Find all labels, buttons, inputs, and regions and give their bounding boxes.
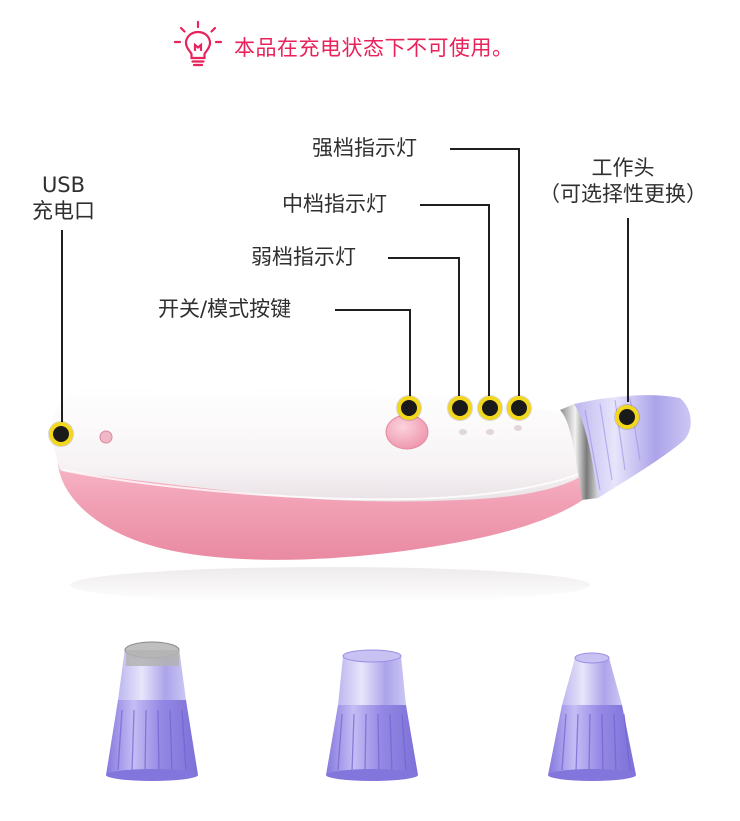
- usb-label-line2: 充电口: [32, 199, 95, 223]
- usb-port-label: USB 充电口: [32, 172, 95, 224]
- power-leader-h: [335, 309, 411, 311]
- usb-label-line1: USB: [41, 173, 86, 197]
- medium-leader-h: [420, 204, 490, 206]
- strong-leader-v: [518, 148, 520, 396]
- work-head-marker: [615, 405, 639, 429]
- medium-light-marker: [478, 396, 502, 420]
- usb-port-marker: [49, 422, 73, 446]
- power-leader-v: [409, 309, 411, 397]
- medium-leader-v: [488, 204, 490, 396]
- medium-light-label: 中档指示灯: [282, 192, 387, 216]
- weak-leader-h: [388, 257, 460, 259]
- nozzle-narrow: [548, 652, 636, 781]
- usb-leader-line: [61, 230, 63, 426]
- weak-light-marker: [448, 396, 472, 420]
- weak-light-label: 弱档指示灯: [251, 245, 356, 269]
- charging-notice: 本品在充电状态下不可使用。: [172, 20, 514, 74]
- nozzle-metal-tip: [106, 641, 198, 781]
- work-head-label-line1: 工作头: [591, 156, 655, 180]
- weak-leader-v: [458, 257, 460, 396]
- lightbulb-icon: [172, 20, 224, 74]
- work-head-label-line2: （可选择性更换）: [539, 182, 707, 206]
- nozzle-large: [326, 649, 418, 781]
- power-button-marker: [397, 396, 421, 420]
- notice-text: 本品在充电状态下不可使用。: [234, 36, 514, 60]
- work-head-leader: [627, 218, 629, 402]
- work-head-label: 工作头 （可选择性更换）: [528, 155, 718, 207]
- power-button-label: 开关/模式按键: [158, 297, 292, 321]
- strong-light-label: 强档指示灯: [312, 136, 417, 160]
- strong-leader-h: [450, 148, 520, 150]
- strong-light-marker: [507, 396, 531, 420]
